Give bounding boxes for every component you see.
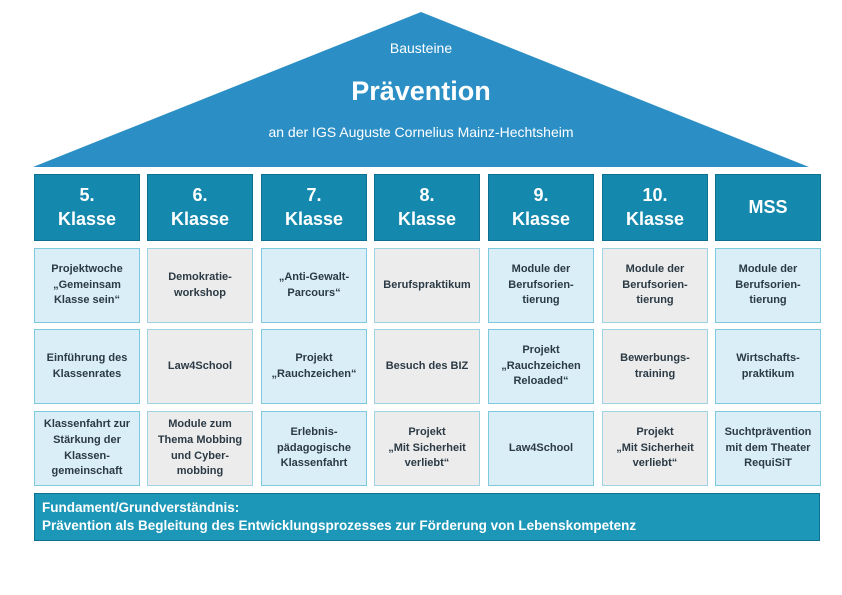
- module-box: Module der Berufsorien- tierung: [488, 248, 594, 323]
- grade-header: 7. Klasse: [261, 174, 367, 241]
- house-roof: [33, 12, 809, 167]
- module-box: Projekt „Mit Sicherheit verliebt“: [602, 411, 708, 486]
- module-box: „Anti-Gewalt- Parcours“: [261, 248, 367, 323]
- grade-header: 9. Klasse: [488, 174, 594, 241]
- module-box: Projektwoche „Gemeinsam Klasse sein“: [34, 248, 140, 323]
- module-box: Suchtprävention mit dem Theater RequiSiT: [715, 411, 821, 486]
- module-box: Projekt „Mit Sicherheit verliebt“: [374, 411, 480, 486]
- module-box: Wirtschafts- praktikum: [715, 329, 821, 404]
- module-box: Klassenfahrt zur Stärkung der Klassen- g…: [34, 411, 140, 486]
- grade-header: 6. Klasse: [147, 174, 253, 241]
- roof-triangle: [33, 12, 809, 167]
- module-box: Berufspraktikum: [374, 248, 480, 323]
- module-box: Law4School: [147, 329, 253, 404]
- module-box: Law4School: [488, 411, 594, 486]
- grade-header: MSS: [715, 174, 821, 241]
- module-box: Projekt „Rauchzeichen Reloaded“: [488, 329, 594, 404]
- module-box: Einführung des Klassenrates: [34, 329, 140, 404]
- grade-header: 5. Klasse: [34, 174, 140, 241]
- roof-title: Prävention: [351, 76, 491, 106]
- roof-label: Bausteine: [389, 40, 453, 56]
- module-box: Besuch des BIZ: [374, 329, 480, 404]
- module-box: Demokratie- workshop: [147, 248, 253, 323]
- foundation-heading: Fundament/Grundverständnis:: [42, 500, 240, 515]
- module-box: Projekt „Rauchzeichen“: [261, 329, 367, 404]
- module-box: Bewerbungs- training: [602, 329, 708, 404]
- module-box: Module zum Thema Mobbing und Cyber- mobb…: [147, 411, 253, 486]
- roof-subtitle: an der IGS Auguste Cornelius Mainz-Hecht…: [268, 124, 574, 140]
- grade-header: 8. Klasse: [374, 174, 480, 241]
- grade-header: 10. Klasse: [602, 174, 708, 241]
- module-box: Module der Berufsorien- tierung: [715, 248, 821, 323]
- module-box: Module der Berufsorien- tierung: [602, 248, 708, 323]
- foundation-box: Fundament/Grundverständnis: Prävention a…: [34, 493, 820, 541]
- module-box: Erlebnis- pädagogische Klassenfahrt: [261, 411, 367, 486]
- foundation-text: Prävention als Begleitung des Entwicklun…: [42, 518, 637, 534]
